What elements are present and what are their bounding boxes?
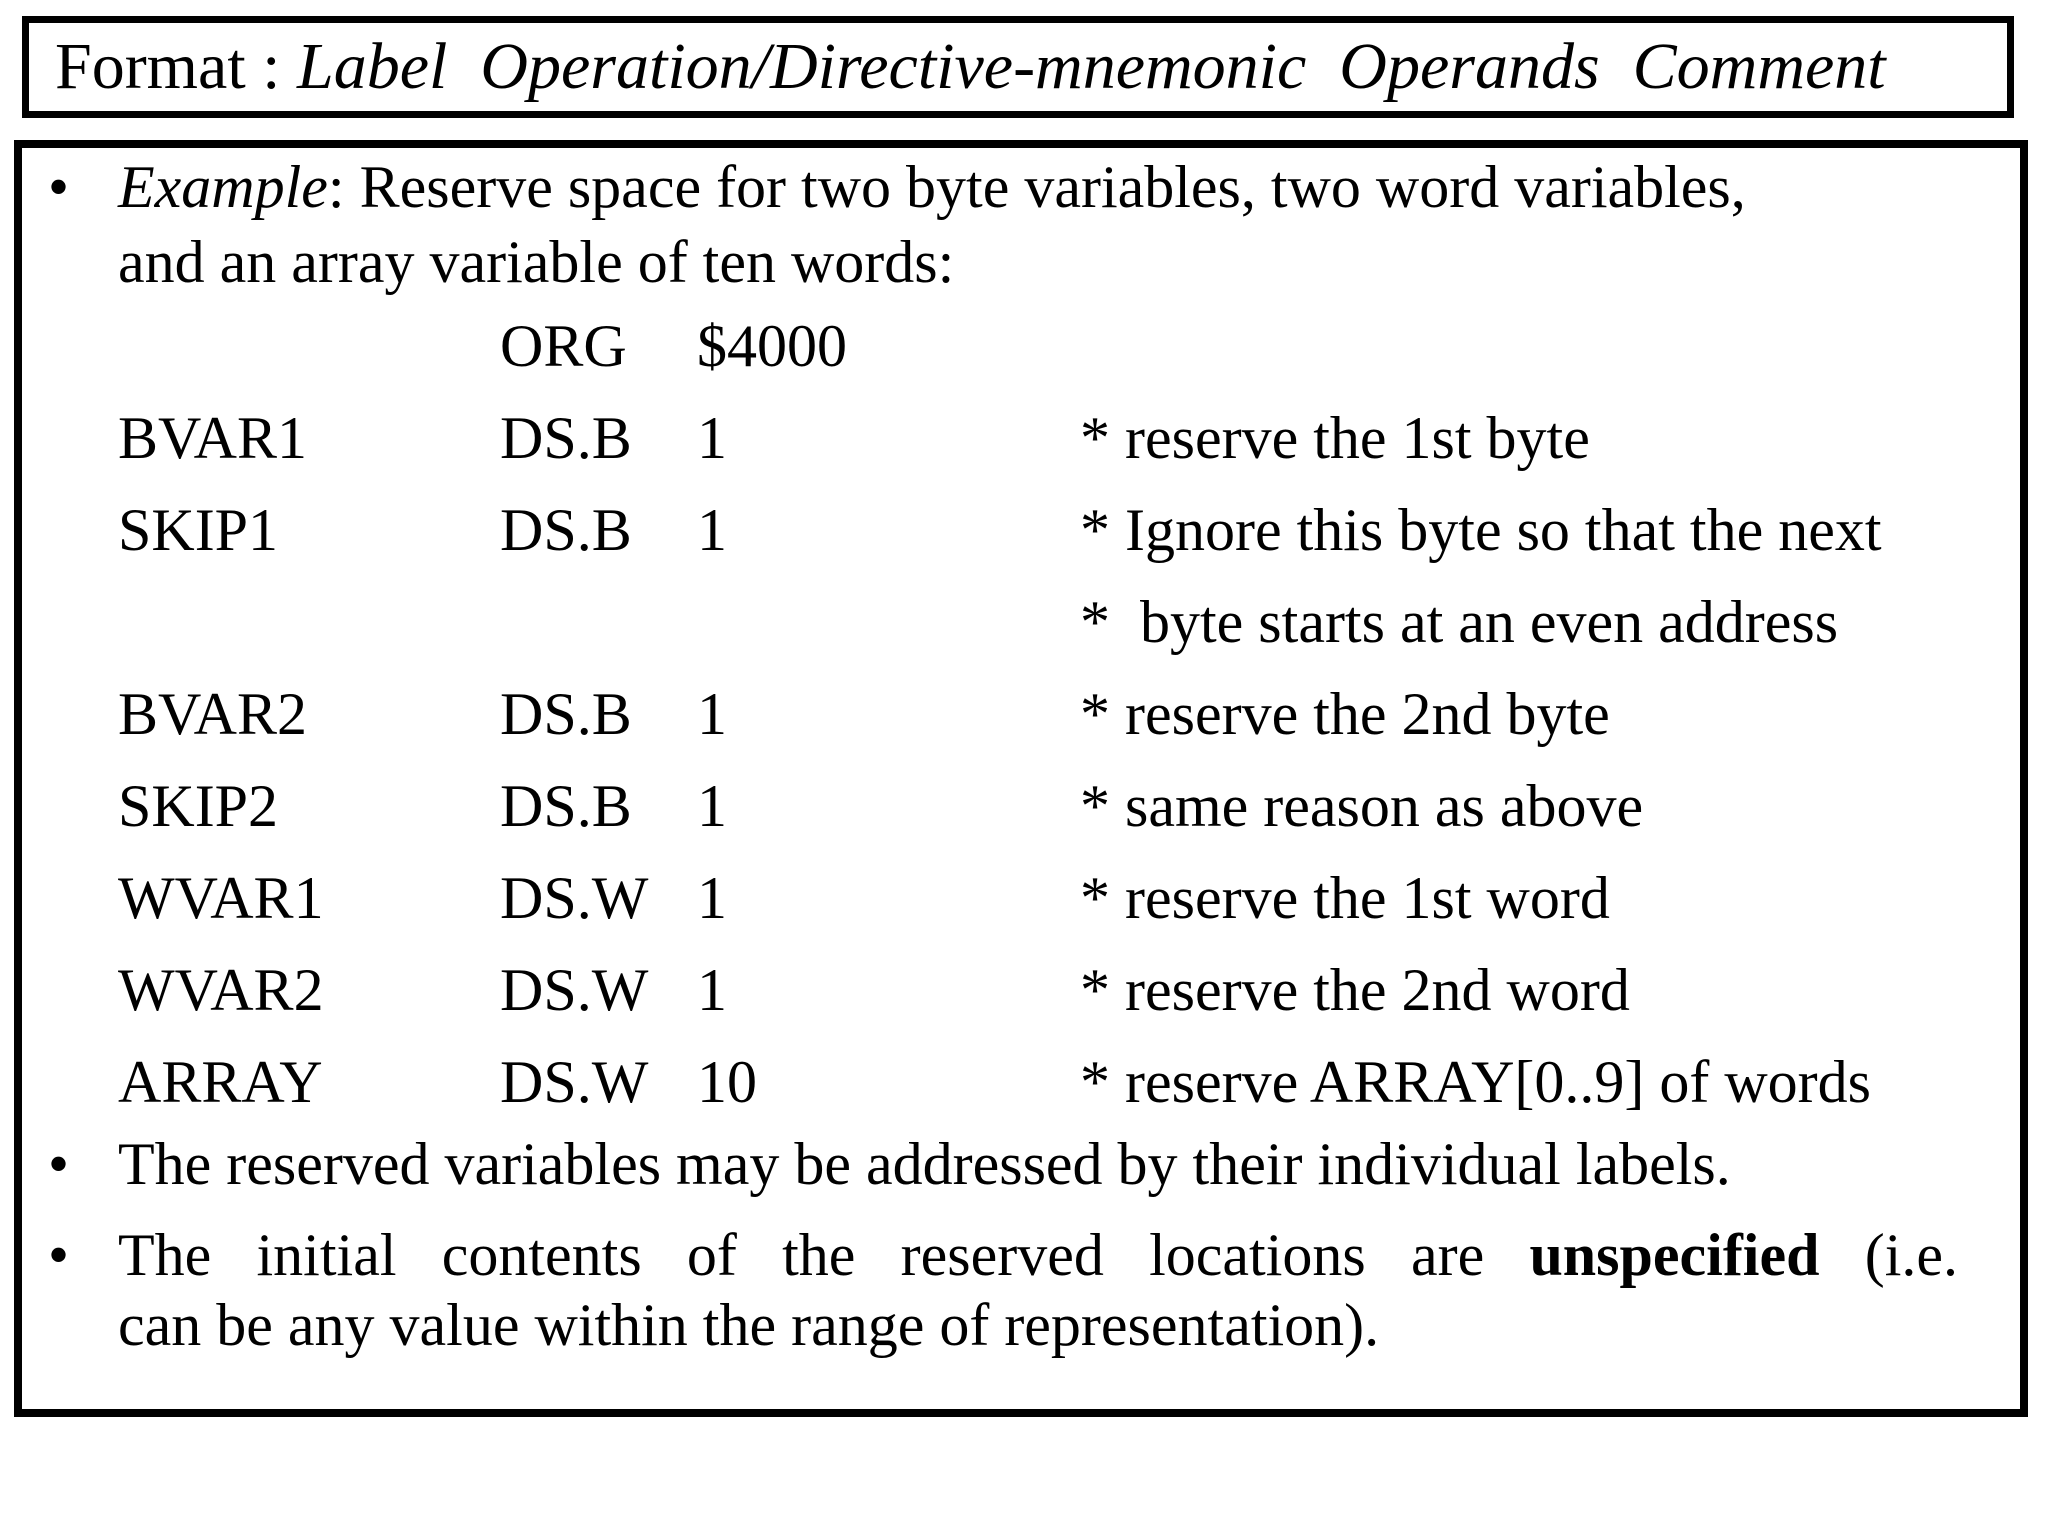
bullet-dot-addressing: • xyxy=(48,1131,70,1197)
code-operand: 10 xyxy=(697,1049,757,1115)
code-label: BVAR2 xyxy=(118,681,307,747)
code-row-bvar1: BVAR1 DS.B 1 * reserve the 1st byte xyxy=(0,405,2048,471)
code-row-skip1: SKIP1 DS.B 1 * Ignore this byte so that … xyxy=(0,497,2048,563)
initial-contents-pre: The initial contents of the reserved loc… xyxy=(118,1222,1485,1288)
code-row-org: ORG $4000 xyxy=(0,313,2048,379)
code-operation: ORG xyxy=(500,313,627,379)
code-row-wvar2: WVAR2 DS.W 1 * reserve the 2nd word xyxy=(0,957,2048,1023)
code-label: SKIP1 xyxy=(118,497,279,563)
example-line1-rest: : Reserve space for two byte variables, … xyxy=(327,154,1746,220)
code-comment: * reserve the 2nd word xyxy=(1080,957,1630,1023)
initial-contents-line2: can be any value within the range of rep… xyxy=(118,1292,1380,1358)
code-comment: * reserve the 1st word xyxy=(1080,865,1610,931)
code-label: WVAR2 xyxy=(118,957,324,1023)
code-label: BVAR1 xyxy=(118,405,307,471)
code-row-wvar1: WVAR1 DS.W 1 * reserve the 1st word xyxy=(0,865,2048,931)
code-label: ARRAY xyxy=(118,1049,323,1115)
addressing-line: The reserved variables may be addressed … xyxy=(118,1131,1731,1197)
example-line1: Example: Reserve space for two byte vari… xyxy=(118,154,1746,220)
format-header-line: Format : Label Operation/Directive-mnemo… xyxy=(55,23,1886,111)
code-row-bvar2: BVAR2 DS.B 1 * reserve the 2nd byte xyxy=(0,681,2048,747)
code-operand: 1 xyxy=(697,773,727,839)
code-operation: DS.B xyxy=(500,497,632,563)
code-label: SKIP2 xyxy=(118,773,279,839)
code-operation: DS.B xyxy=(500,681,632,747)
code-row-array: ARRAY DS.W 10 * reserve ARRAY[0..9] of w… xyxy=(0,1049,2048,1115)
code-operation: DS.W xyxy=(500,957,649,1023)
code-operand: 1 xyxy=(697,865,727,931)
example-lead: Example xyxy=(118,154,328,220)
code-comment: * reserve the 1st byte xyxy=(1080,405,1590,471)
example-line2: and an array variable of ten words: xyxy=(118,229,955,295)
code-operand: $4000 xyxy=(697,313,847,379)
code-operation: DS.B xyxy=(500,405,632,471)
code-label: WVAR1 xyxy=(118,865,324,931)
code-operation: DS.B xyxy=(500,773,632,839)
code-operation: DS.W xyxy=(500,1049,649,1115)
format-header-box: Format : Label Operation/Directive-mnemo… xyxy=(22,16,2014,118)
code-operation: DS.W xyxy=(500,865,649,931)
code-comment: * byte starts at an even address xyxy=(1080,589,1839,655)
code-operand: 1 xyxy=(697,957,727,1023)
initial-contents-bold-word: unspecified xyxy=(1529,1222,1820,1288)
initial-contents-line1: The initial contents of the reserved loc… xyxy=(118,1222,1958,1288)
format-label: Format : xyxy=(55,30,297,103)
code-comment: * reserve ARRAY[0..9] of words xyxy=(1080,1049,1872,1115)
bullet-dot-example: • xyxy=(48,154,70,220)
code-comment: * Ignore this byte so that the next xyxy=(1080,497,1882,563)
code-comment: * same reason as above xyxy=(1080,773,1644,839)
code-operand: 1 xyxy=(697,497,727,563)
format-fields: Label Operation/Directive-mnemonic Opera… xyxy=(297,30,1886,103)
code-operand: 1 xyxy=(697,405,727,471)
content-box xyxy=(14,140,2028,1417)
code-comment: * reserve the 2nd byte xyxy=(1080,681,1610,747)
code-row-skip2: SKIP2 DS.B 1 * same reason as above xyxy=(0,773,2048,839)
code-row-comment-continuation: * byte starts at an even address xyxy=(0,589,2048,655)
bullet-dot-initial-contents: • xyxy=(48,1222,70,1288)
code-operand: 1 xyxy=(697,681,727,747)
initial-contents-post: (i.e. xyxy=(1864,1222,1958,1288)
